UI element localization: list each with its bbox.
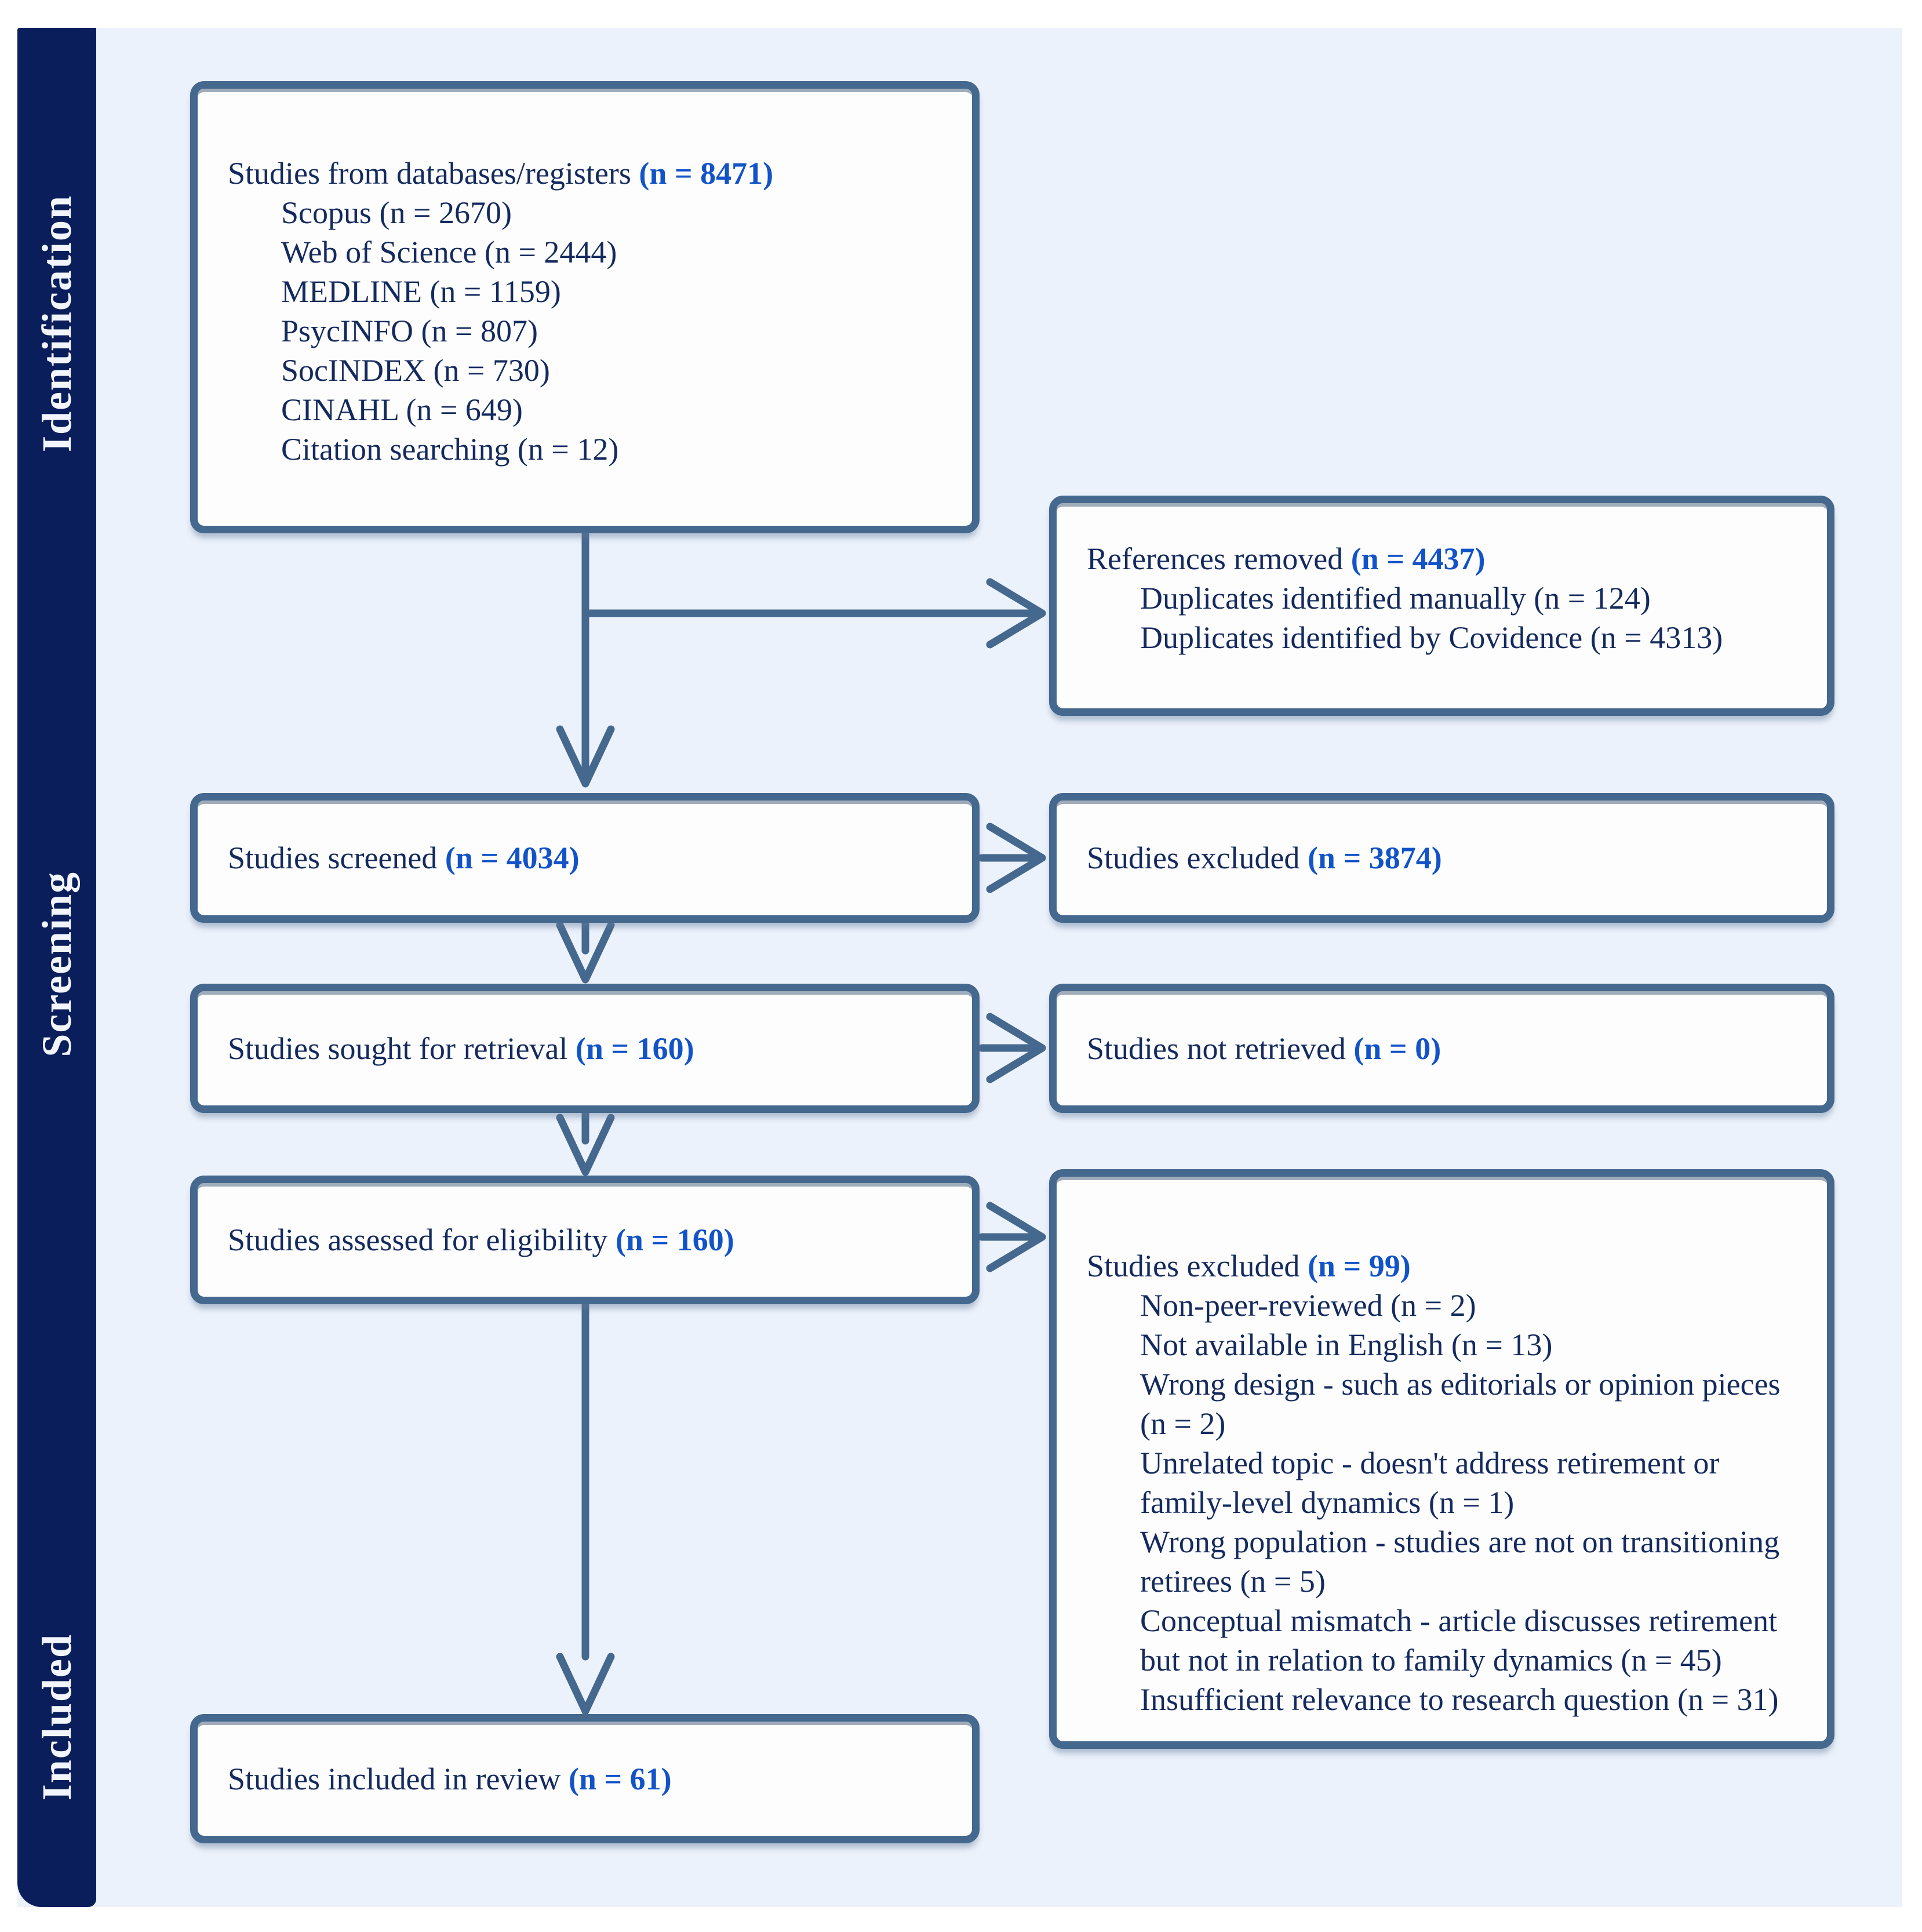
database-item: SocINDEX (n = 730)	[281, 353, 550, 388]
references-removed-count: (n = 4437)	[1351, 541, 1486, 576]
not-retrieved-label: Studies not retrieved	[1087, 1031, 1346, 1066]
eligibility-box-label: Studies assessed for eligibility	[228, 1222, 608, 1257]
database-item: PsycINFO (n = 807)	[281, 314, 538, 348]
exclusion-reason: Non-peer-reviewed (n = 2)	[1140, 1288, 1476, 1323]
sought-box-label: Studies sought for retrieval	[228, 1031, 568, 1066]
stage-label-identification: Identification	[33, 194, 80, 452]
stage-identification: Identification	[17, 121, 96, 526]
included-box-title: Studies included in review (n = 61)	[228, 1759, 672, 1799]
excluded-eligibility-count: (n = 99)	[1307, 1249, 1411, 1283]
eligibility-box-count: (n = 160)	[615, 1222, 734, 1257]
database-item: Scopus (n = 2670)	[281, 195, 512, 230]
screened-box-count: (n = 4034)	[445, 841, 580, 875]
duplicates-item: Duplicates identified manually (n = 124)	[1140, 581, 1651, 616]
references-removed-label: References removed	[1087, 541, 1344, 576]
exclusion-reason: Unrelated topic - doesn't address retire…	[1140, 1446, 1720, 1520]
identification-box-items: Scopus (n = 2670) Web of Science (n = 24…	[228, 193, 951, 469]
exclusion-reason: Wrong population - studies are not on tr…	[1140, 1525, 1780, 1599]
exclusion-reason: Wrong design - such as editorials or opi…	[1140, 1367, 1781, 1441]
references-removed-items: Duplicates identified manually (n = 124)…	[1087, 578, 1806, 657]
identification-box: Studies from databases/registers (n = 84…	[190, 81, 980, 533]
identification-box-count: (n = 8471)	[639, 156, 774, 191]
sought-box-count: (n = 160)	[575, 1031, 694, 1066]
eligibility-box-title: Studies assessed for eligibility (n = 16…	[228, 1220, 734, 1260]
included-box-label: Studies included in review	[228, 1761, 561, 1796]
identification-box-label: Studies from databases/registers	[228, 156, 631, 191]
references-removed-box: References removed (n = 4437) Duplicates…	[1049, 496, 1834, 716]
excluded-eligibility-label: Studies excluded	[1087, 1249, 1300, 1283]
eligibility-box: Studies assessed for eligibility (n = 16…	[190, 1176, 980, 1304]
excluded-eligibility-title: Studies excluded (n = 99)	[1087, 1246, 1804, 1286]
exclusion-reason-items: Non-peer-reviewed (n = 2) Not available …	[1087, 1286, 1804, 1719]
included-box-count: (n = 61)	[568, 1761, 672, 1796]
duplicates-item: Duplicates identified by Covidence (n = …	[1140, 620, 1723, 655]
not-retrieved-count: (n = 0)	[1353, 1031, 1442, 1066]
excluded-eligibility-box: Studies excluded (n = 99) Non-peer-revie…	[1049, 1169, 1834, 1749]
identification-box-title: Studies from databases/registers (n = 84…	[228, 154, 951, 193]
exclusion-reason: Not available in English (n = 13)	[1140, 1327, 1553, 1362]
excluded-screening-title: Studies excluded (n = 3874)	[1087, 838, 1442, 878]
excluded-screening-label: Studies excluded	[1087, 841, 1300, 875]
database-item: Web of Science (n = 2444)	[281, 235, 617, 270]
stage-label-included: Included	[33, 1633, 80, 1801]
stage-sidebar: Identification Screening Included	[17, 28, 96, 1907]
screened-box: Studies screened (n = 4034)	[190, 793, 980, 923]
stage-screening: Screening	[17, 761, 96, 1167]
exclusion-reason: Insufficient relevance to research quest…	[1140, 1682, 1779, 1717]
not-retrieved-box: Studies not retrieved (n = 0)	[1049, 984, 1834, 1113]
stage-included: Included	[17, 1514, 96, 1920]
sought-box: Studies sought for retrieval (n = 160)	[190, 984, 980, 1113]
database-item: Citation searching (n = 12)	[281, 432, 619, 467]
screened-box-label: Studies screened	[228, 841, 438, 875]
database-item: CINAHL (n = 649)	[281, 392, 523, 427]
database-item: MEDLINE (n = 1159)	[281, 274, 561, 309]
references-removed-title: References removed (n = 4437)	[1087, 539, 1806, 578]
sought-box-title: Studies sought for retrieval (n = 160)	[228, 1029, 694, 1068]
screened-box-title: Studies screened (n = 4034)	[228, 838, 580, 878]
not-retrieved-title: Studies not retrieved (n = 0)	[1087, 1029, 1441, 1068]
exclusion-reason: Conceptual mismatch - article discusses …	[1140, 1603, 1778, 1678]
excluded-screening-box: Studies excluded (n = 3874)	[1049, 793, 1834, 923]
stage-label-screening: Screening	[33, 871, 80, 1057]
excluded-screening-count: (n = 3874)	[1307, 841, 1442, 875]
included-box: Studies included in review (n = 61)	[190, 1714, 980, 1843]
